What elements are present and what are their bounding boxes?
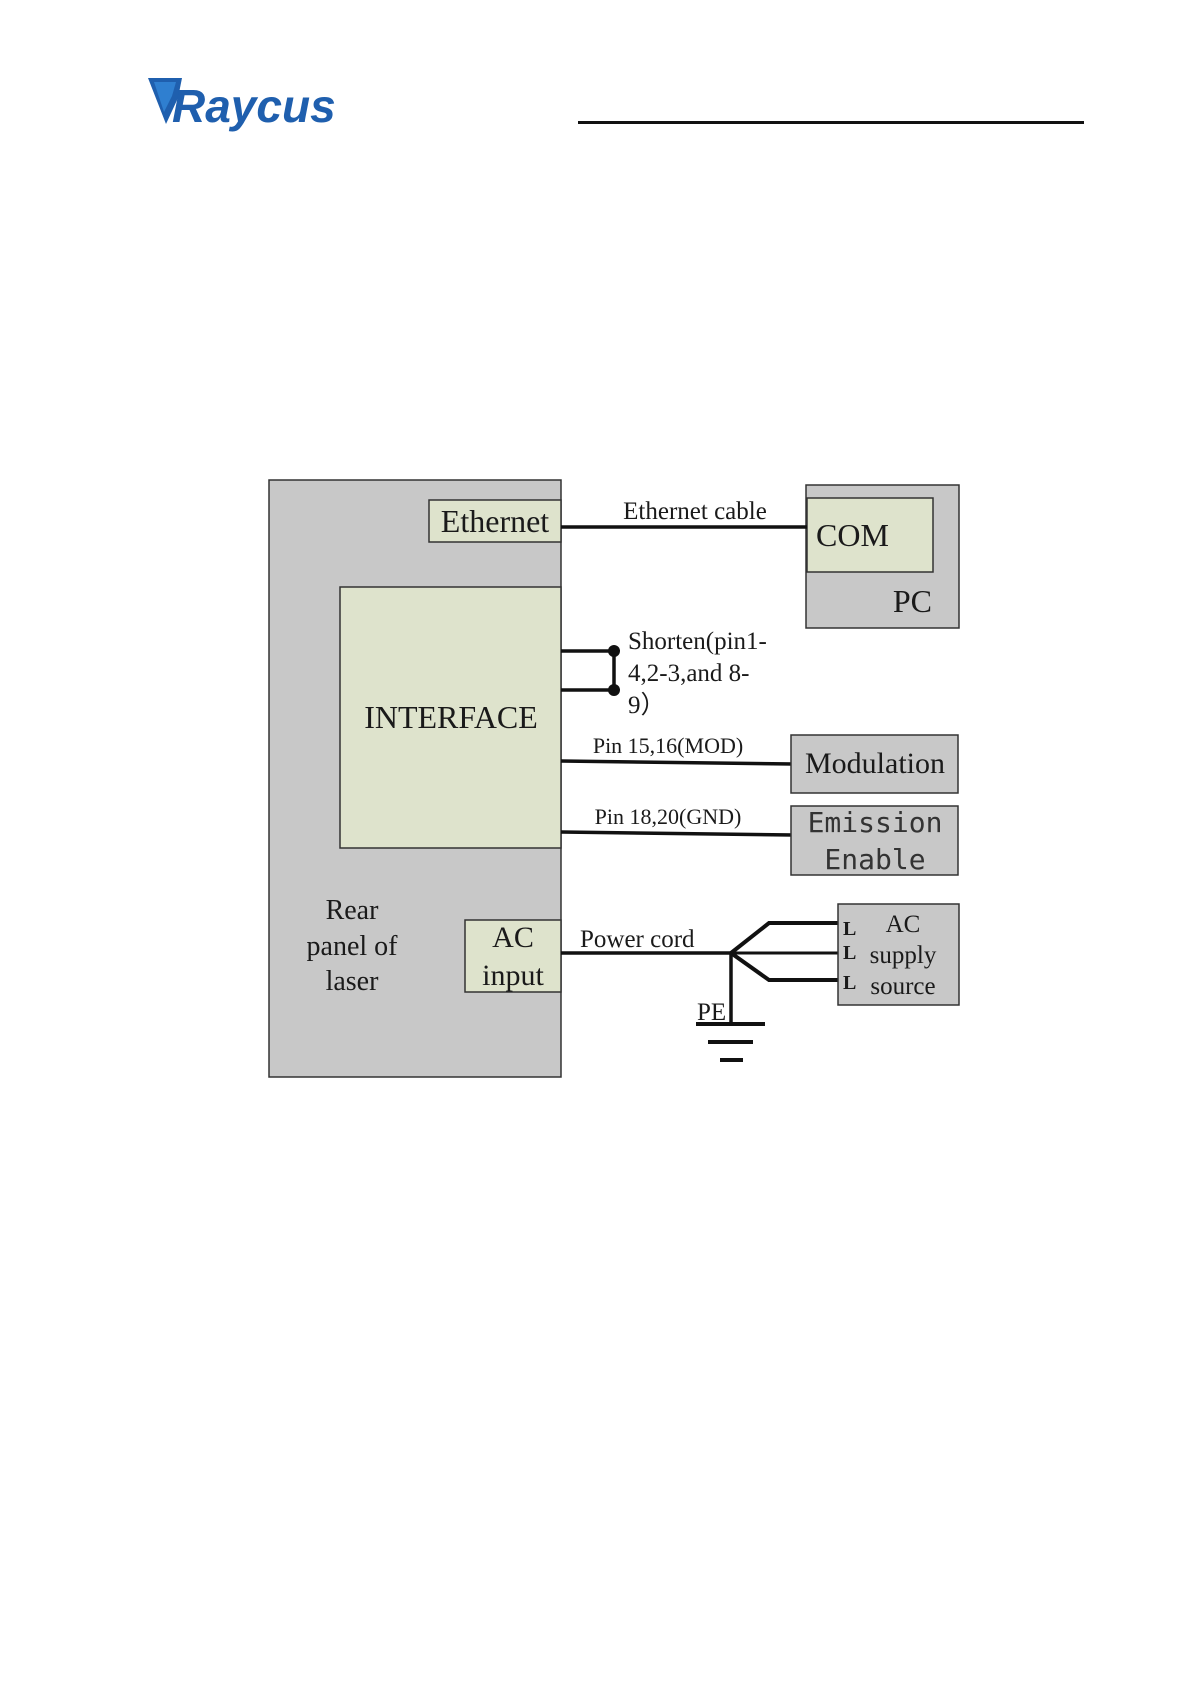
ac-supply-label-3: source — [870, 973, 935, 1000]
ac-supply-label-2: supply — [870, 942, 937, 969]
line-l3-label: L — [843, 972, 856, 994]
supply-wire-bottom — [731, 953, 838, 980]
ac-input-label-1: AC — [492, 921, 534, 954]
shorten-label-3: 9） — [628, 691, 666, 719]
power-cord-label: Power cord — [580, 926, 695, 953]
line-l1-label: L — [843, 918, 856, 940]
ac-supply-label-1: AC — [886, 911, 921, 938]
pin-gnd-label: Pin 18,20(GND) — [595, 804, 742, 829]
ac-input-label-2: input — [482, 959, 544, 992]
pe-label: PE — [697, 999, 726, 1026]
rear-panel-label-2: panel of — [307, 931, 399, 962]
shorten-label-1: Shorten(pin1- — [628, 628, 767, 655]
shorten-label-2: 4,2-3,and 8- — [628, 660, 750, 687]
interface-label: INTERFACE — [364, 699, 538, 735]
ethernet-cable-label: Ethernet cable — [623, 498, 767, 525]
ethernet-port-label: Ethernet — [441, 503, 550, 539]
shorten-wire — [561, 651, 614, 690]
emission-label-1: Emission — [808, 806, 943, 839]
supply-wire-top — [731, 923, 838, 953]
shorten-dot-top — [608, 645, 620, 657]
shorten-dot-bottom — [608, 684, 620, 696]
emission-wire — [561, 832, 793, 835]
line-l2-label: L — [843, 942, 856, 964]
com-label: COM — [816, 517, 889, 553]
pin-mod-label: Pin 15,16(MOD) — [593, 733, 743, 758]
rear-panel-label-3: laser — [326, 966, 380, 997]
modulation-wire — [561, 761, 793, 764]
rear-panel-label-1: Rear — [326, 895, 380, 926]
pc-label: PC — [893, 583, 932, 619]
modulation-label: Modulation — [805, 747, 945, 780]
emission-label-2: Enable — [824, 843, 925, 876]
